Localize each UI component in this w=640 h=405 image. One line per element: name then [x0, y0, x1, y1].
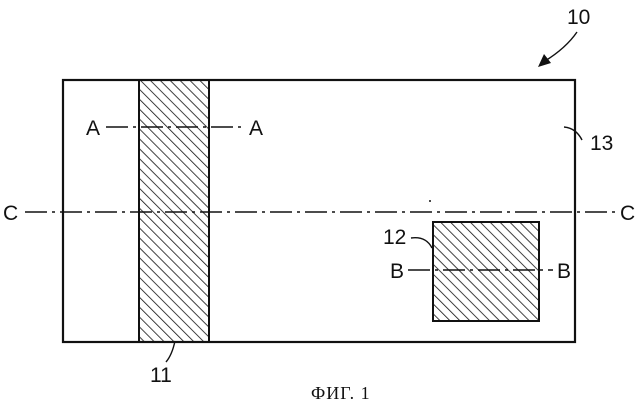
section-a-left-label: A [86, 117, 100, 140]
section-b-left-label: B [390, 260, 404, 283]
section-c-right-label: C [620, 202, 635, 225]
assembly-reference-numeral: 10 [567, 6, 590, 29]
section-c-left-label: C [3, 202, 18, 225]
scan-speck [429, 200, 431, 202]
section-b-right-label: B [557, 260, 571, 283]
strip-leader-line [166, 341, 175, 362]
window-reference-numeral: 12 [383, 226, 406, 249]
section-a-right-label: A [249, 117, 263, 140]
assembly-arrow-head [538, 54, 551, 67]
figure-caption: ФИГ. 1 [311, 383, 371, 403]
plate-leader-line [564, 127, 582, 140]
hatched-strip [139, 80, 209, 342]
window-leader-line [411, 238, 432, 248]
strip-reference-numeral: 11 [150, 364, 172, 387]
plate-reference-numeral: 13 [590, 132, 613, 155]
hatched-window [433, 222, 539, 321]
assembly-leader-arrow [545, 32, 577, 61]
